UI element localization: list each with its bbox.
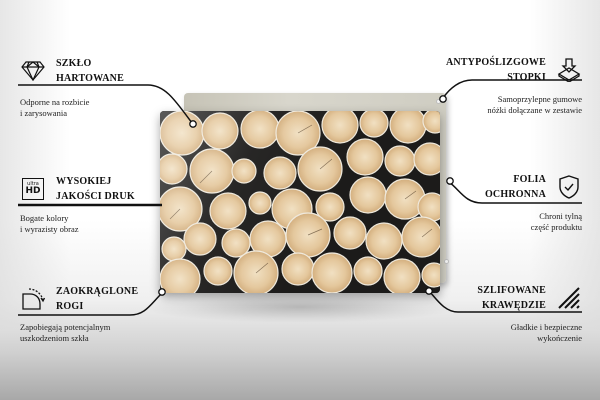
feature-description: wykończenie (537, 333, 582, 343)
feature-description: część produktu (530, 222, 582, 232)
feature-rounded-corners: ZAOKRĄGLONE ROGI Zapobiegają potencjalny… (20, 284, 180, 344)
feature-title: JAKOŚCI DRUK (56, 191, 135, 202)
feature-description: Chroni tylną (539, 211, 582, 221)
background-glow-right (530, 0, 600, 330)
spacer-dot (444, 259, 449, 264)
background-glow-left (0, 0, 70, 330)
feature-title: ZAOKRĄGLONE (56, 286, 139, 297)
feature-description: i zarysowania (20, 108, 67, 118)
feature-title: SZLIFOWANE (477, 285, 546, 296)
feature-description: i wyrazisty obraz (20, 224, 79, 234)
feature-title: SZKŁO (56, 58, 92, 69)
product-glass-print (160, 111, 440, 293)
feature-title: KRAWĘDZIE (481, 300, 546, 311)
feature-title: STOPKI (507, 72, 546, 83)
feature-title: HARTOWANE (56, 73, 124, 84)
feature-anti-slip-feet: ANTYPOŚLIZGOWE STOPKI Samoprzylepne gumo… (412, 55, 582, 116)
wood-logs-image (160, 111, 440, 293)
icon-label-ultra: ultra (27, 181, 39, 187)
feature-description: nóżki dołączane w zestawie (487, 105, 582, 115)
feature-protective-film: FOLIA OCHRONNA Chroni tylną część produk… (422, 172, 582, 233)
feature-description: Gładkie i bezpieczne (510, 322, 582, 332)
feature-polished-edges: SZLIFOWANE KRAWĘDZIE Gładkie i bezpieczn… (422, 283, 582, 344)
feature-title: ANTYPOŚLIZGOWE (445, 57, 546, 68)
feature-description: Zapobiegają potencjalnym (20, 322, 111, 332)
feature-description: Odporne na rozbicie (20, 97, 90, 107)
feature-title: WYSOKIEJ (56, 176, 112, 187)
ultra-hd-icon: ultra HD (20, 176, 46, 202)
rounded-corner-icon (20, 286, 46, 312)
feature-description: Bogate kolory (20, 213, 69, 223)
hatched-edge-icon (556, 285, 582, 311)
feature-title: OCHRONNA (484, 189, 546, 200)
feature-tempered-glass: SZKŁO HARTOWANE Odporne na rozbicie i za… (20, 56, 180, 119)
feature-title: ROGI (56, 301, 84, 312)
diamond-icon (20, 58, 46, 84)
feature-description: Samoprzylepne gumowe (497, 94, 582, 104)
feature-title: FOLIA (513, 174, 546, 185)
product-shadow (150, 292, 450, 322)
feature-hd-print: ultra HD WYSOKIEJ JAKOŚCI DRUK Bogate ko… (20, 174, 180, 235)
feature-description: uszkodzeniom szkła (20, 333, 89, 343)
shield-check-icon (556, 174, 582, 200)
icon-label-hd: HD (25, 186, 41, 196)
press-down-icon (556, 57, 582, 83)
